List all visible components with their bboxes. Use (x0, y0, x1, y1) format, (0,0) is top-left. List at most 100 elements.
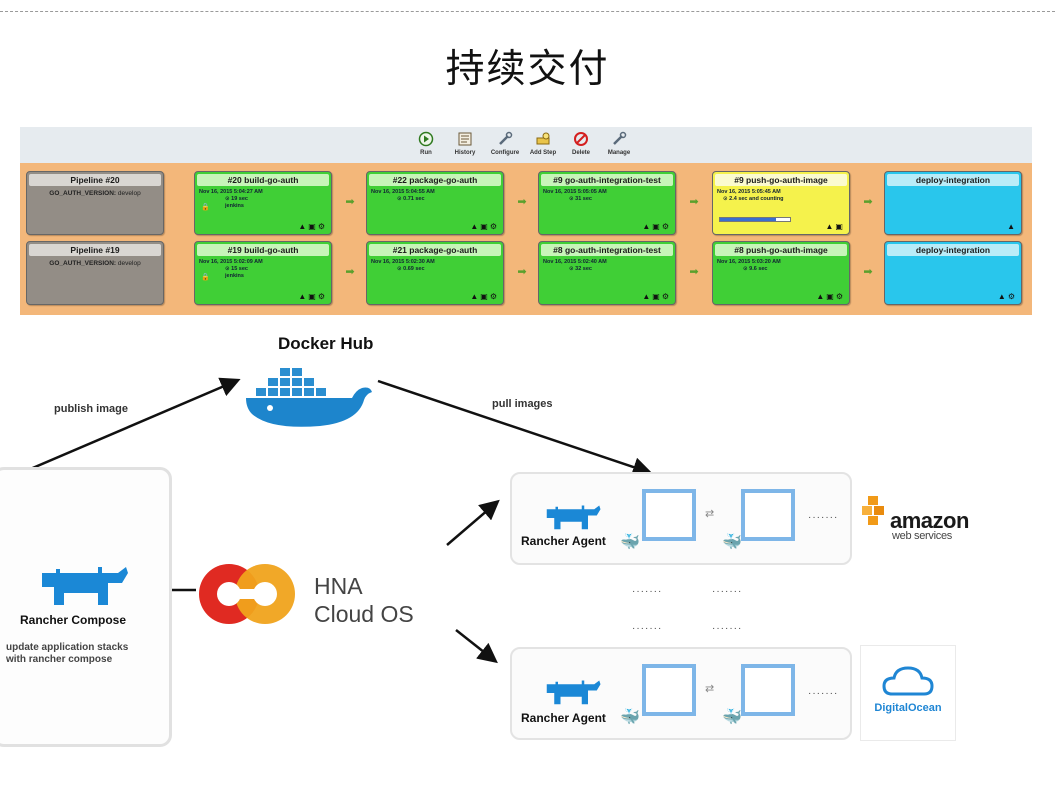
stage-duration: ⊙ 31 sec (569, 196, 592, 202)
manage-button[interactable]: Manage (594, 131, 644, 156)
stage-title: #9 push-go-auth-image (715, 174, 847, 186)
stage-card[interactable]: #21 package-go-auth Nov 16, 2015 5:02:30… (366, 241, 504, 305)
ellipsis: ······· (808, 688, 839, 699)
pull-images-label: pull images (492, 398, 553, 410)
history-icon (456, 131, 474, 148)
stage-duration: ⊙ 15 sec (225, 266, 248, 272)
rancher-cow-icon (546, 505, 601, 530)
pipeline-row: Pipeline #19 GO_AUTH_VERSION: develop #1… (26, 241, 1026, 309)
stage-card[interactable]: #8 push-go-auth-image Nov 16, 2015 5:03:… (712, 241, 850, 305)
progress-fill (720, 218, 776, 221)
pipeline-title: Pipeline #20 (29, 174, 161, 186)
param-name: GO_AUTH_VERSION: (49, 190, 117, 197)
desc-line: update application stacks (6, 642, 129, 653)
flow-arrow-icon: ➡ (517, 196, 527, 208)
stage-duration: ⊙ 2.4 sec and counting (723, 196, 784, 202)
pipeline-parameter: GO_AUTH_VERSION: develop (27, 260, 163, 267)
docker-whale-small-icon: 🐳 (722, 534, 742, 551)
stage-timestamp: Nov 16, 2015 5:04:55 AM (371, 189, 435, 195)
stage-duration: ⊙ 0.71 sec (397, 196, 425, 202)
stage-duration: ⊙ 19 sec (225, 196, 248, 202)
stage-action-icons[interactable]: ▲ (1007, 222, 1017, 231)
stage-title: deploy-integration (887, 174, 1019, 186)
flow-arrow-icon: ➡ (517, 266, 527, 278)
stage-action-icons[interactable]: ▲▣⚙ (470, 292, 499, 301)
param-value: develop (117, 190, 141, 197)
aws-logo-sub: web services (892, 530, 952, 542)
stage-title: #19 build-go-auth (197, 244, 329, 256)
digitalocean-label: DigitalOcean (874, 702, 942, 714)
delete-button[interactable]: Delete (556, 131, 606, 156)
stage-title: #21 package-go-auth (369, 244, 501, 256)
flow-arrow-icon: ➡ (345, 266, 355, 278)
stage-title: #22 package-go-auth (369, 174, 501, 186)
host-box (741, 489, 795, 541)
stage-timestamp: Nov 16, 2015 5:05:45 AM (717, 189, 781, 195)
stage-progress-bar (719, 217, 791, 222)
slide-title: 持续交付 (445, 47, 610, 92)
stage-timestamp: Nov 16, 2015 5:02:09 AM (199, 259, 263, 265)
param-name: GO_AUTH_VERSION: (49, 260, 117, 267)
docker-hub-title: Docker Hub (278, 334, 374, 353)
stage-action-icons[interactable]: ▲▣⚙ (642, 292, 671, 301)
stage-action-icons[interactable]: ▲▣⚙ (642, 222, 671, 231)
ellipsis: ······· (808, 512, 839, 523)
stage-timestamp: Nov 16, 2015 5:03:20 AM (717, 259, 781, 265)
stage-action-icons[interactable]: ▲▣⚙ (470, 222, 499, 231)
history-button[interactable]: History (440, 131, 490, 156)
flow-arrow-icon: ➡ (863, 196, 873, 208)
stage-title: #20 build-go-auth (197, 174, 329, 186)
docker-whale-small-icon: 🐳 (620, 709, 640, 726)
run-button[interactable]: Run (401, 131, 451, 156)
stage-action-icons[interactable]: ▲▣ (825, 222, 845, 231)
lock-icon: 🔒 (201, 204, 210, 211)
rancher-compose-description: update application stacks with rancher c… (6, 642, 128, 666)
add-step-icon (534, 131, 552, 148)
stage-title: #8 go-auth-integration-test (541, 244, 673, 256)
host-box (741, 664, 795, 716)
flow-arrow-icon: ➡ (345, 196, 355, 208)
aws-cubes-icon (862, 496, 884, 525)
lock-icon: 🔒 (201, 274, 210, 281)
rancher-agent-label: Rancher Agent (521, 534, 606, 548)
pipeline-card[interactable]: Pipeline #19 GO_AUTH_VERSION: develop (26, 241, 164, 305)
stage-card[interactable]: #20 build-go-auth Nov 16, 2015 5:04:27 A… (194, 171, 332, 235)
ellipsis: ······· (712, 623, 743, 634)
stage-card[interactable]: #8 go-auth-integration-test Nov 16, 2015… (538, 241, 676, 305)
stage-card[interactable]: #22 package-go-auth Nov 16, 2015 5:04:55… (366, 171, 504, 235)
stage-card[interactable]: #9 go-auth-integration-test Nov 16, 2015… (538, 171, 676, 235)
digitalocean-cloud-icon (882, 666, 934, 696)
pipeline-parameter: GO_AUTH_VERSION: develop (27, 190, 163, 197)
stage-timestamp: Nov 16, 2015 5:05:05 AM (543, 189, 607, 195)
hna-logo-icon (199, 564, 295, 624)
flow-arrow-icon: ➡ (689, 196, 699, 208)
manage-label: Manage (607, 150, 631, 156)
stage-action-icons[interactable]: ▲▣⚙ (298, 222, 327, 231)
stage-card[interactable]: #19 build-go-auth Nov 16, 2015 5:02:09 A… (194, 241, 332, 305)
add-step-button[interactable]: Add Step (518, 131, 568, 156)
stage-action-icons[interactable]: ▲▣⚙ (816, 292, 845, 301)
configure-button[interactable]: Configure (480, 131, 530, 156)
stage-user: jenkins (225, 203, 244, 209)
rancher-compose-panel (0, 467, 172, 747)
docker-whale-small-icon: 🐳 (620, 534, 640, 551)
flow-arrow-icon: ➡ (689, 266, 699, 278)
stage-card-pending[interactable]: deploy-integration ▲ (884, 171, 1022, 235)
stage-action-icons[interactable]: ▲▣⚙ (298, 292, 327, 301)
hna-cloud-os-label: HNA Cloud OS (314, 572, 414, 628)
stage-title: deploy-integration (887, 244, 1019, 256)
stage-card-running[interactable]: #9 push-go-auth-image Nov 16, 2015 5:05:… (712, 171, 850, 235)
stage-action-icons[interactable]: ▲⚙ (997, 292, 1017, 301)
stage-duration: ⊙ 0.69 sec (397, 266, 425, 272)
run-label: Run (420, 150, 432, 156)
ellipsis: ······· (632, 623, 663, 634)
manage-icon (610, 131, 628, 148)
pipeline-card[interactable]: Pipeline #20 GO_AUTH_VERSION: develop (26, 171, 164, 235)
docker-whale-small-icon: 🐳 (722, 709, 742, 726)
pipeline-row: Pipeline #20 GO_AUTH_VERSION: develop #2… (26, 171, 1026, 239)
param-value: develop (117, 260, 141, 267)
hna-line: HNA (314, 573, 363, 599)
host-box (642, 489, 696, 541)
add-step-label: Add Step (529, 150, 557, 156)
stage-card-pending[interactable]: deploy-integration ▲⚙ (884, 241, 1022, 305)
